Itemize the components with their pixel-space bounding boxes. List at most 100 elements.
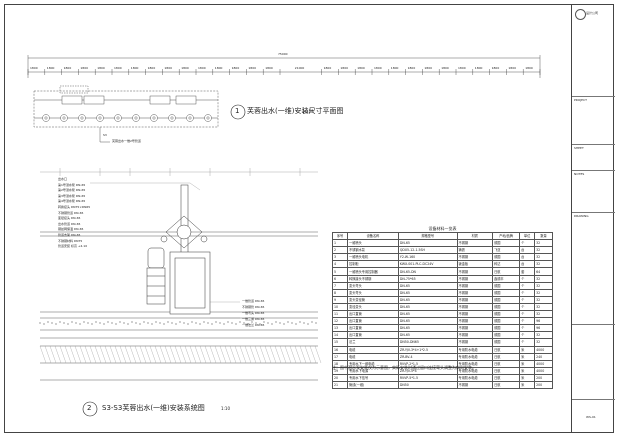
- system-title: S3-S3芙蓉出水(一维)安装系统图: [102, 404, 205, 412]
- hatch-line: [114, 345, 122, 364]
- table-cell: 日航: [492, 359, 521, 368]
- table-header-cell: 规格型号: [397, 231, 458, 241]
- table-cell: 专用防水电缆: [456, 345, 494, 354]
- table-cell: 不锈钢: [456, 288, 494, 297]
- table-cell: 变头变径管: [347, 295, 399, 304]
- hatch-line: [264, 345, 272, 364]
- right-callout-label: 一维三通 DN-65: [242, 317, 265, 321]
- table-cell: 不锈钢: [456, 267, 494, 276]
- left-callout-label: 转换接头 DN75×DN65: [58, 205, 91, 209]
- table-header-cell: 单位: [519, 231, 536, 241]
- plan-pump: [149, 95, 171, 105]
- table-cell: 7: [331, 281, 349, 290]
- table-cell: 3: [331, 253, 349, 262]
- table-cell: 德国: [492, 317, 521, 326]
- right-callout-label: 一维管道 DN-65: [242, 299, 265, 303]
- title-block-logo-cell: 设计公司: [572, 4, 615, 38]
- dimension-label: 1800: [265, 66, 273, 70]
- table-cell: 个: [519, 310, 536, 319]
- project-label: PROJECT: [574, 98, 587, 102]
- table-cell: 12: [331, 317, 349, 326]
- table-cell: 一维喷头: [347, 239, 399, 248]
- table-cell: 控制柜: [347, 260, 399, 269]
- gravel-dot: [207, 322, 209, 324]
- table-cell: 专用防水电缆: [456, 373, 494, 382]
- gravel-dot: [307, 323, 309, 325]
- drawing-cell: DRAWING: [572, 212, 615, 234]
- dimension-label: 1800: [407, 66, 416, 70]
- center-dimension-label: 21000: [294, 66, 305, 70]
- table-cell: 德国: [492, 253, 521, 262]
- gravel-dot: [119, 321, 121, 323]
- gravel-dot: [71, 321, 73, 323]
- company-name: 设计公司: [586, 11, 599, 15]
- table-cell: 不锈钢: [456, 239, 494, 248]
- table-cell: 德国: [492, 295, 521, 304]
- table-cell: 4000: [534, 345, 553, 354]
- hatch-line: [244, 345, 252, 364]
- table-cell: 240: [534, 352, 553, 361]
- table-cell: DN-75*65: [397, 274, 458, 283]
- gravel-dot: [211, 323, 213, 325]
- gravel-dot: [95, 321, 97, 323]
- table-cell: 个: [519, 274, 536, 283]
- gravel-dot: [155, 321, 157, 323]
- table-cell: 9: [331, 295, 349, 304]
- hatch-line: [229, 345, 237, 364]
- table-cell: DN-65: [397, 331, 458, 340]
- gravel-dot: [259, 323, 261, 325]
- gravel-dot: [55, 323, 57, 325]
- gravel-dot: [291, 322, 293, 324]
- table-cell: 钣金板: [456, 260, 494, 269]
- plan-scale: 1:150: [302, 109, 314, 114]
- dimension-label: 1800: [164, 66, 173, 70]
- table-cell: 32: [534, 295, 553, 304]
- gravel-dot: [239, 321, 241, 323]
- hatch-line: [104, 345, 112, 364]
- gravel-dot: [123, 322, 125, 324]
- table-cell: 米: [519, 359, 536, 368]
- left-callout-label: 第4号潜水泵 DN-65: [58, 199, 86, 204]
- hatch-line: [314, 345, 322, 364]
- table-cell: 日航: [492, 380, 521, 390]
- hatch-line: [199, 345, 207, 364]
- nozzle-core: [98, 116, 102, 120]
- dimension-label: 1800: [508, 66, 517, 70]
- gravel-dot: [59, 321, 61, 323]
- table-cell: 德国: [492, 288, 521, 297]
- table-cell: 转换接头不锈钢: [347, 274, 399, 283]
- table-cell: 个: [519, 239, 536, 248]
- hatch-line: [154, 345, 162, 364]
- dimension-label: 1800: [130, 66, 139, 70]
- nozzle-core: [134, 116, 138, 120]
- table-cell: 变径变头: [347, 302, 399, 312]
- sheet-number-cell: WS-01: [572, 399, 615, 433]
- dimension-label: 1800: [474, 66, 483, 70]
- table-cell: DN-65: [397, 295, 458, 304]
- table-cell: 个: [519, 302, 536, 312]
- table-cell: DN-65-DN: [397, 267, 458, 276]
- table-cell: 个: [519, 324, 536, 333]
- right-callout-label: 一维弯头 DN-65: [242, 311, 265, 315]
- hatch-line: [99, 345, 107, 364]
- table-header-row: 序号设备名称规格型号材质产地/品牌单位数量: [331, 231, 553, 241]
- nozzle-core: [62, 116, 66, 120]
- gravel-dot: [75, 322, 77, 324]
- hatch-line: [64, 345, 72, 364]
- hatch-line: [249, 345, 257, 364]
- table-cell: 32: [534, 246, 553, 255]
- left-callout-label: 管道安装 标高 +4.10: [58, 244, 88, 249]
- plan-label-s3: S3: [103, 133, 107, 137]
- table-cell: 出口直管: [347, 310, 399, 319]
- left-callout-label: 第1号潜水泵 DN-65: [58, 182, 86, 187]
- hatch-line: [259, 345, 267, 364]
- table-cell: ZR-YJV-3*4+1*2.5: [397, 345, 458, 354]
- left-callout-label: 出水管道 DN-65: [58, 221, 81, 226]
- nozzle-core: [170, 116, 174, 120]
- table-cell: 不锈钢: [456, 253, 494, 262]
- hatch-line: [209, 345, 217, 364]
